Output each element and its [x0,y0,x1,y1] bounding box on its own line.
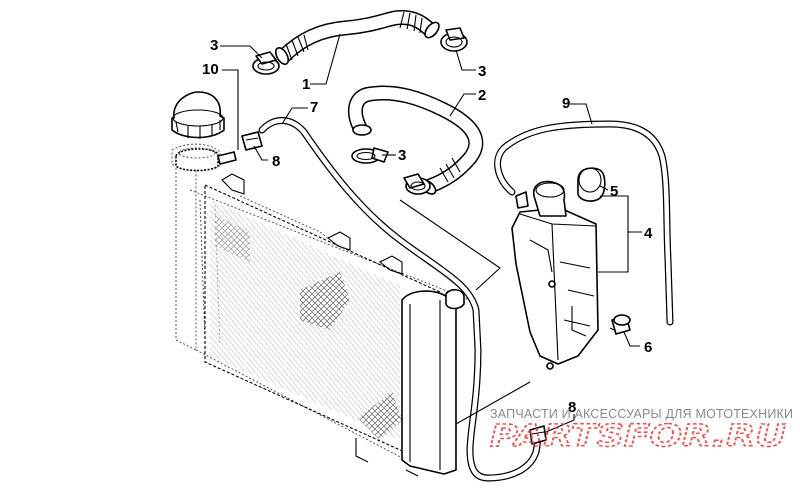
callout-3-top-right: 3 [478,63,486,80]
callout-labels: 3 10 1 3 2 7 3 8 9 5 4 6 8 [202,37,653,416]
hose-clamp-c [351,147,389,164]
callout-8-left: 8 [272,153,280,170]
callout-4: 4 [644,225,653,242]
screw [609,314,631,335]
callout-9: 9 [562,95,570,112]
hose-clamp-a [252,51,280,75]
reservoir-vent-hose [494,120,674,326]
callout-3-middle: 3 [398,147,406,164]
leader-lines [220,33,642,433]
radiator-cap [171,91,225,139]
radiator-overflow-hose [258,117,542,482]
spring-clip-a [241,131,263,151]
callout-1: 1 [302,76,310,93]
watermark-logo: PARTSFOR.RU [490,419,786,454]
reservoir-cap [577,167,606,202]
watermark: ЗАПЧАСТИ И АКСЕССУАРЫ ДЛЯ МОТОТЕХНИКИ PA… [489,407,793,455]
callout-5: 5 [610,183,618,200]
callout-10: 10 [202,61,219,78]
radiator [171,143,471,477]
callout-6: 6 [644,339,652,356]
hose-clamp-b [440,27,468,52]
coolant-reservoir [511,180,599,370]
callout-3-top-left: 3 [210,37,218,54]
callout-7: 7 [310,99,318,116]
hose-clamp-d [403,173,431,195]
lower-radiator-hose [347,85,484,195]
watermark-tagline: ЗАПЧАСТИ И АКСЕССУАРЫ ДЛЯ МОТОТЕХНИКИ [490,407,793,421]
callout-8-bottom: 8 [568,399,576,416]
upper-radiator-hose [274,10,440,65]
spring-clip-b [529,425,547,445]
callout-2: 2 [478,87,486,104]
